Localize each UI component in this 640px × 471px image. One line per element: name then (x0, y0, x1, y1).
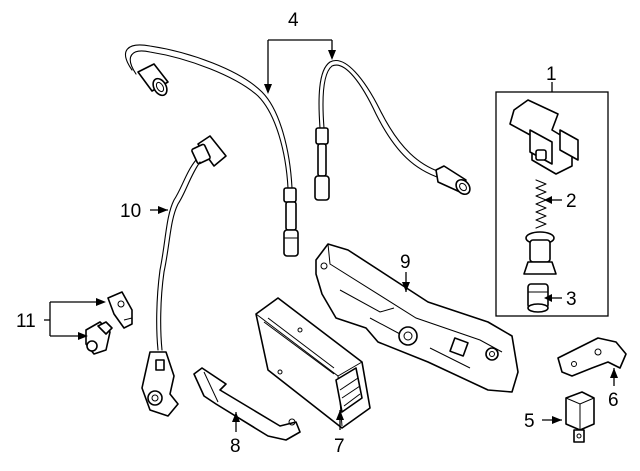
ignition-coil-box (495, 82, 609, 317)
igniter-mount (315, 243, 519, 393)
callout-5: 5 (524, 411, 535, 432)
callout-10: 10 (120, 201, 141, 222)
spark-plug-wire-right (314, 60, 471, 201)
callout-2-leader (544, 196, 562, 204)
callout-11-leader (44, 298, 106, 340)
callout-6-leader (610, 368, 618, 386)
callout-8: 8 (230, 436, 241, 457)
mounting-bracket (193, 367, 301, 441)
callout-9: 9 (400, 252, 411, 273)
relay-connector (565, 391, 595, 443)
ignition-coil (509, 99, 579, 175)
callout-3: 3 (566, 289, 577, 310)
control-module (255, 297, 371, 429)
callout-7-leader (336, 410, 344, 430)
callout-5-leader (542, 416, 562, 424)
clip-bracket (107, 291, 133, 329)
callout-9-leader (402, 272, 410, 292)
callout-4-leader (264, 39, 336, 94)
spark-plug-wire-left (125, 44, 299, 257)
coil-spring (535, 179, 547, 229)
callout-7: 7 (334, 436, 345, 457)
callout-6: 6 (608, 390, 619, 411)
callout-10-leader (150, 206, 168, 214)
small-bracket (557, 337, 627, 377)
callout-1: 1 (546, 64, 557, 85)
callout-11: 11 (16, 311, 36, 332)
coil-boot (523, 231, 557, 313)
callout-2: 2 (566, 191, 577, 212)
small-sensor (85, 321, 113, 355)
sensor-harness (141, 135, 227, 417)
callout-3-leader (544, 294, 562, 302)
callout-8-leader (232, 412, 240, 432)
callout-4: 4 (288, 10, 299, 31)
